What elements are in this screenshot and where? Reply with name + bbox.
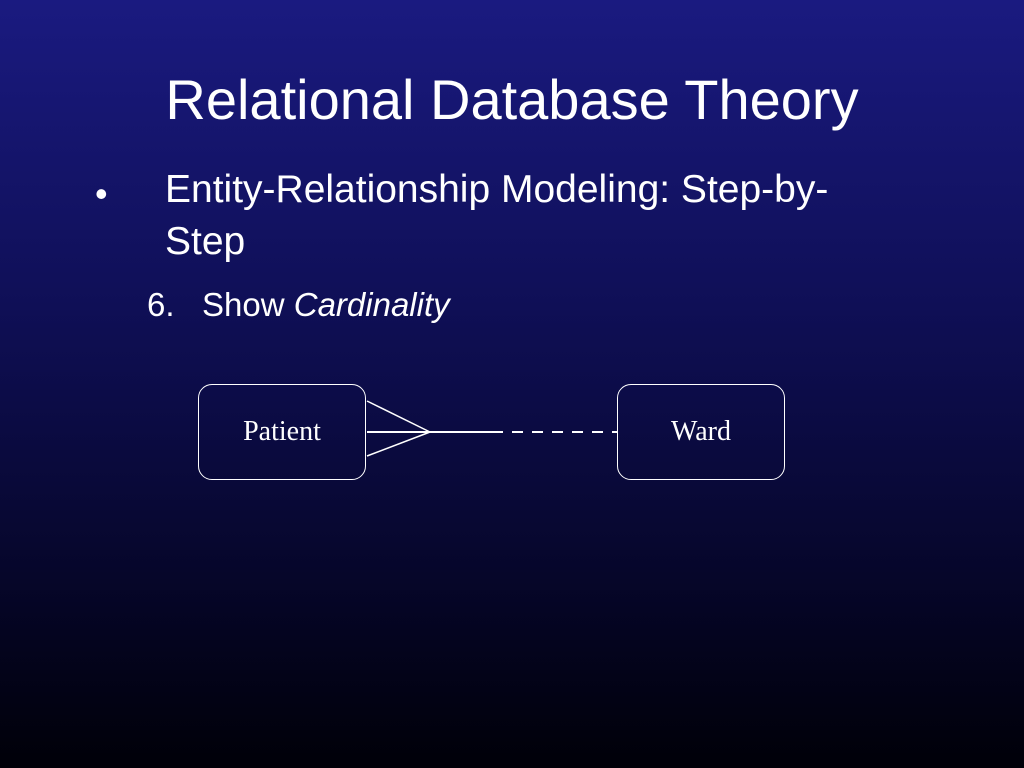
slide-title: Relational Database Theory bbox=[165, 68, 859, 131]
bullet-text: Entity-Relationship Modeling: Step-by-St… bbox=[165, 168, 829, 263]
entity-ward: Ward bbox=[617, 384, 785, 480]
crows-foot-upper bbox=[366, 400, 431, 433]
crows-foot-lower bbox=[366, 431, 431, 457]
step-number: 6. bbox=[147, 286, 175, 323]
step-prefix: Show bbox=[202, 286, 285, 323]
step-text: Show Cardinality bbox=[202, 283, 450, 327]
step-emphasis: Cardinality bbox=[293, 286, 450, 323]
entity-patient-label: Patient bbox=[243, 416, 321, 447]
entity-ward-label: Ward bbox=[671, 416, 731, 447]
bullet-marker: • bbox=[95, 173, 108, 214]
entity-patient: Patient bbox=[198, 384, 366, 480]
